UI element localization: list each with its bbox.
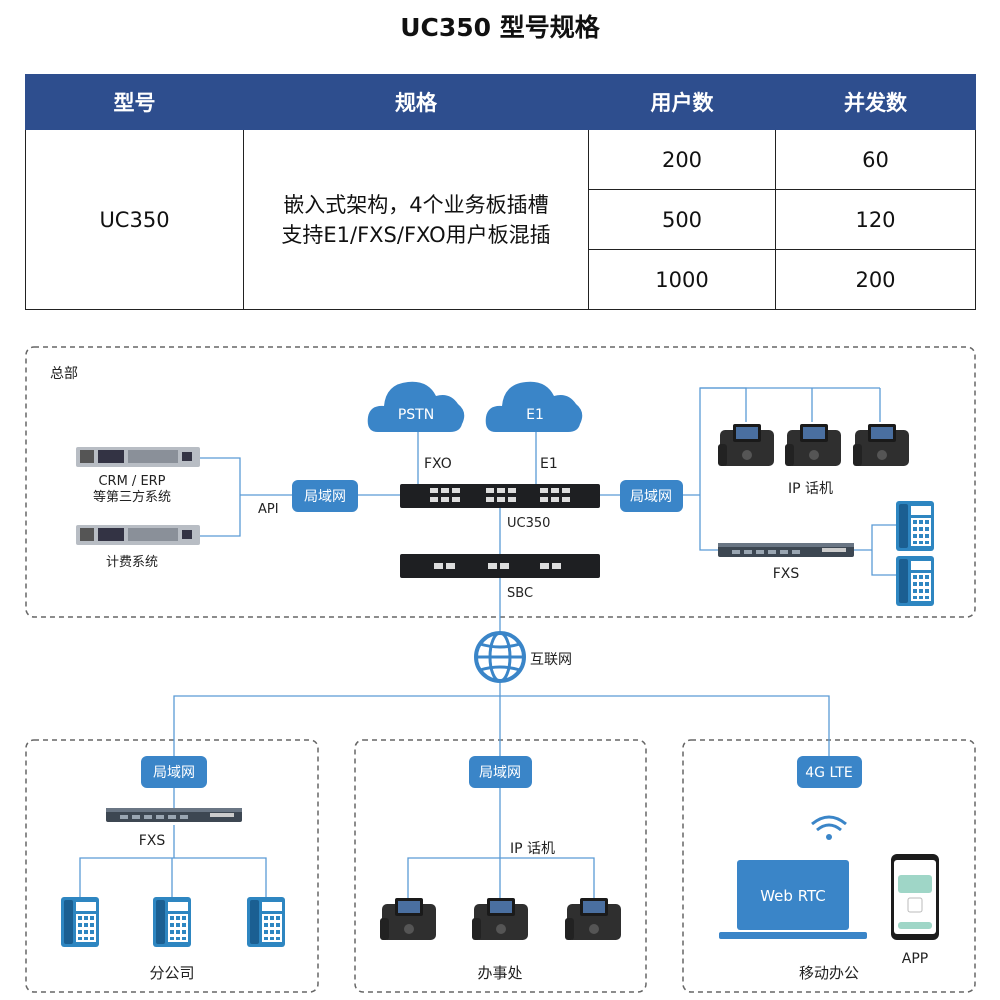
- ip-phone-icon: [853, 424, 909, 466]
- hq-fxs-label: FXS: [773, 566, 800, 582]
- ip-phone-icon: [565, 898, 621, 940]
- fxs-gateway-icon: [718, 543, 854, 557]
- analog-phone-icon: [896, 556, 934, 606]
- e1-cloud: E1: [485, 381, 583, 432]
- billing-label: 计费系统: [106, 555, 158, 570]
- laptop-icon: Web RTC: [719, 860, 867, 939]
- page-title: UC350 型号规格: [400, 13, 600, 42]
- globe-icon: [474, 631, 526, 683]
- webrtc-label: Web RTC: [760, 887, 826, 905]
- analog-phone-icon: [153, 897, 191, 947]
- users-cell: 200: [588, 129, 776, 190]
- concurrent-cell: 120: [775, 189, 976, 250]
- header-spec: 规格: [243, 74, 589, 130]
- ip-phone-icon: [472, 898, 528, 940]
- office-lan-box: 局域网: [469, 756, 532, 788]
- users-cell: 500: [588, 189, 776, 250]
- header-model: 型号: [25, 74, 244, 130]
- e1-label: E1: [540, 456, 558, 472]
- lte-box: 4G LTE: [797, 756, 862, 788]
- fxs-gateway-icon: [106, 808, 242, 822]
- lan-left-box: 局域网: [292, 480, 358, 512]
- office-name: 办事处: [477, 964, 522, 982]
- billing-server: [76, 525, 200, 545]
- branch-lan-label: 局域网: [153, 765, 195, 781]
- connection-lines: [79, 387, 896, 898]
- crm-label-2: 等第三方系统: [93, 489, 171, 505]
- analog-phone-icon: [61, 897, 99, 947]
- crm-label-1: CRM / ERP: [98, 474, 165, 489]
- lte-label: 4G LTE: [805, 765, 852, 781]
- lan-right-box: 局域网: [620, 480, 683, 512]
- crm-server: [76, 447, 200, 467]
- spec-line-2: 支持E1/FXS/FXO用户板混插: [281, 222, 551, 247]
- pstn-cloud: PSTN: [367, 381, 465, 432]
- app-label: APP: [902, 951, 928, 967]
- lan-left-label: 局域网: [304, 489, 346, 505]
- e1-cloud-label: E1: [526, 407, 544, 423]
- branch-fxs-label: FXS: [139, 833, 166, 849]
- branch-lan-box: 局域网: [141, 756, 207, 788]
- hq-ip-phone-label: IP 话机: [788, 481, 833, 497]
- wifi-icon: [811, 815, 847, 840]
- table-row: 500 120: [26, 189, 976, 250]
- office-lan-label: 局域网: [479, 765, 521, 781]
- hq-label: 总部: [50, 366, 78, 382]
- smartphone-icon: [891, 854, 939, 940]
- uc350-label: UC350: [507, 516, 550, 531]
- concurrent-cell: 200: [775, 249, 976, 310]
- users-cell: 1000: [588, 249, 776, 310]
- spec-line-1: 嵌入式架构，4个业务板插槽: [283, 192, 549, 217]
- branch-name: 分公司: [149, 964, 194, 982]
- ip-phone-icon: [380, 898, 436, 940]
- mobile-name: 移动办公: [799, 964, 859, 982]
- header-users: 用户数: [588, 74, 776, 130]
- spec-cell: 嵌入式架构，4个业务板插槽 支持E1/FXS/FXO用户板混插: [243, 129, 589, 310]
- office-ip-phone-label: IP 话机: [510, 841, 555, 857]
- uc350-device: [400, 484, 600, 508]
- sbc-label: SBC: [507, 586, 533, 601]
- fxo-label: FXO: [424, 456, 452, 472]
- table-row: UC350 嵌入式架构，4个业务板插槽 支持E1/FXS/FXO用户板混插 20…: [25, 129, 976, 310]
- analog-phone-icon: [247, 897, 285, 947]
- ip-phone-icon: [785, 424, 841, 466]
- spec-table: 型号 规格 用户数 并发数 UC350 嵌入式架构，4个业务板插槽 支持E1/F…: [25, 74, 976, 310]
- internet-label: 互联网: [530, 652, 572, 668]
- sbc-device: [400, 554, 600, 578]
- table-row: 1000 200: [26, 249, 976, 310]
- pstn-label: PSTN: [398, 407, 434, 423]
- lan-right-label: 局域网: [630, 489, 672, 505]
- analog-phone-icon: [896, 501, 934, 551]
- table-header-row: 型号 规格 用户数 并发数: [25, 74, 976, 130]
- ip-phone-icon: [718, 424, 774, 466]
- branch-region: [25, 739, 319, 993]
- api-label: API: [258, 502, 279, 517]
